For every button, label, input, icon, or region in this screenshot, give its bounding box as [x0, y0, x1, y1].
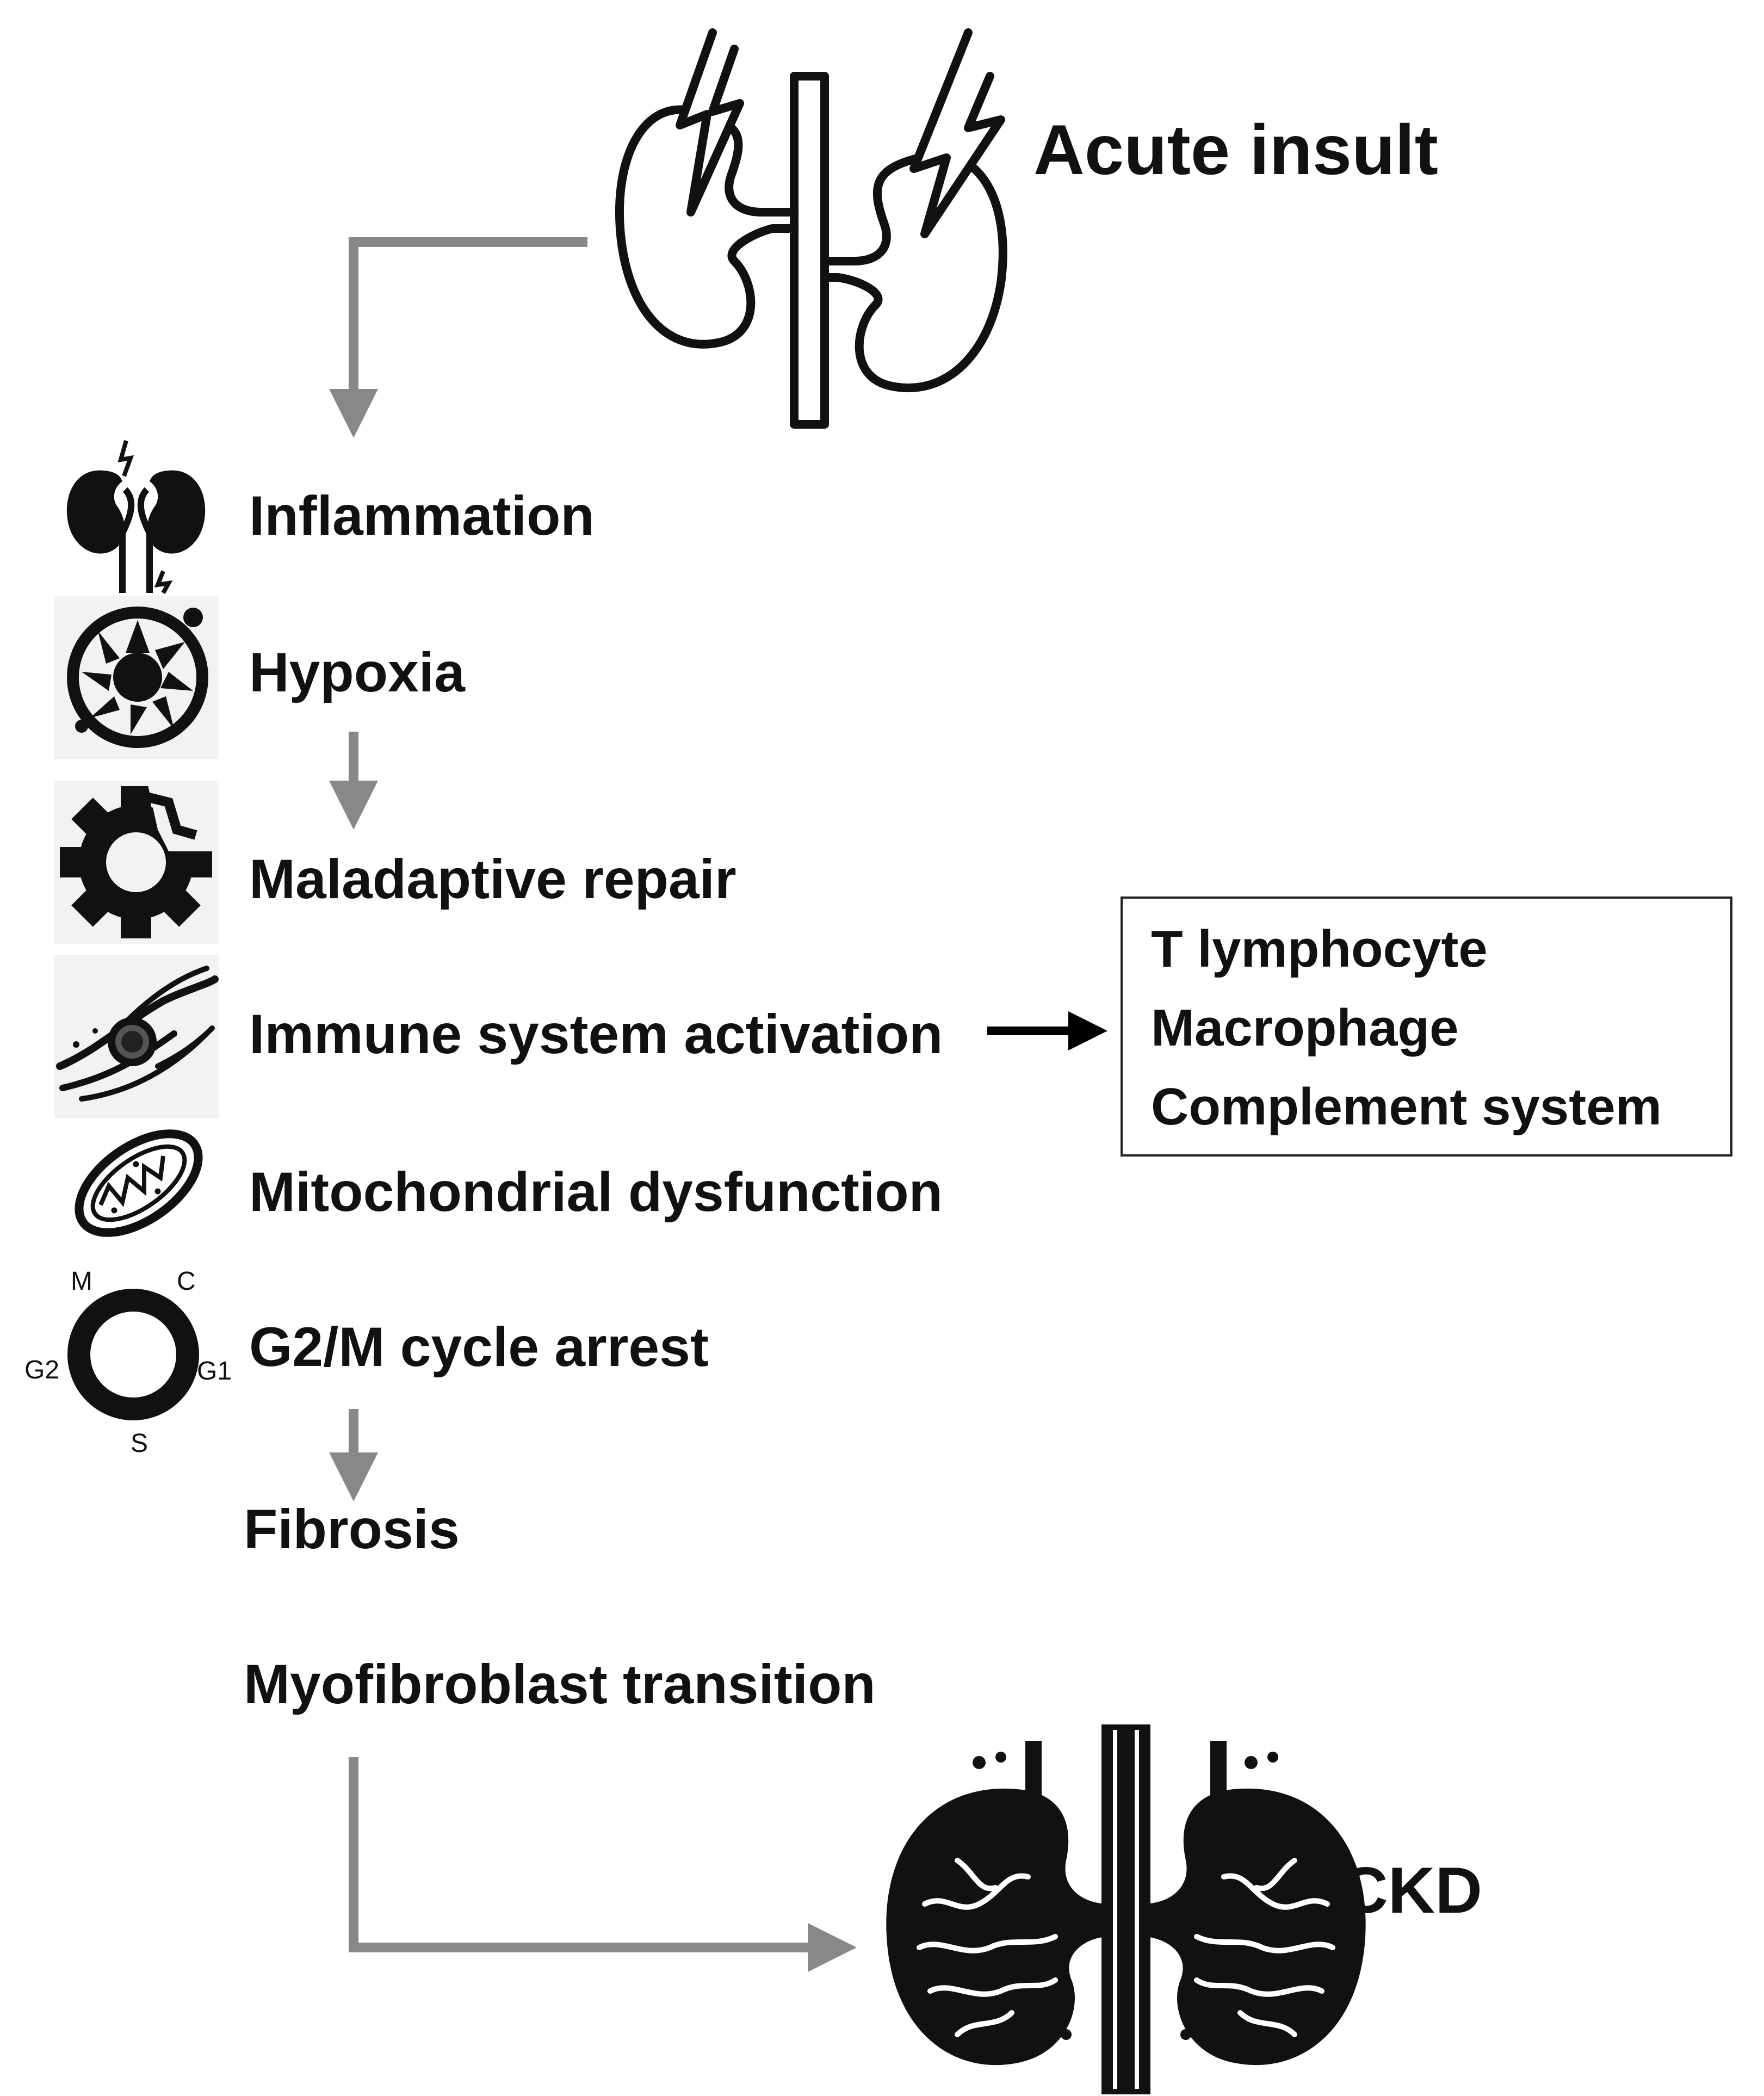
step-maladaptive-repair: Maladaptive repair [249, 848, 736, 910]
acute-kidney-icon [615, 28, 1007, 429]
immune-cell-icon [56, 966, 219, 1102]
cycle-label-m: M [71, 1267, 92, 1296]
cycle-label-c: C [177, 1267, 196, 1296]
cell-cycle-icon [67, 1289, 199, 1420]
cell-icon [67, 607, 208, 748]
mitochondria-icon [75, 1129, 203, 1237]
cycle-label-g1: G1 [197, 1357, 232, 1386]
step-mitochondrial-dysfunction: Mitochondrial dysfunction [249, 1161, 943, 1223]
box-item-macrophage: Macrophage [1151, 999, 1459, 1057]
arrow-insult-to-steps [329, 237, 587, 438]
step-myofibroblast-transition: Myofibroblast transition [244, 1653, 876, 1715]
step-immune-activation: Immune system activation [249, 1003, 943, 1065]
box-item-t-lymphocyte: T lymphocyte [1151, 920, 1488, 978]
step-inflammation: Inflammation [249, 485, 595, 547]
step-g2m-arrest: G2/M cycle arrest [249, 1316, 709, 1378]
broken-gear-icon [60, 781, 218, 938]
step-hypoxia: Hypoxia [249, 641, 465, 703]
immune-components-box: T lymphocyte Macrophage Complement syste… [1121, 896, 1732, 1157]
step-fibrosis: Fibrosis [244, 1498, 460, 1560]
arrow-myo-to-ckd [349, 1757, 857, 1972]
cycle-label-s: S [131, 1429, 148, 1458]
ckd-label: CKD [1341, 1854, 1482, 1927]
acute-insult-label: Acute insult [1033, 110, 1438, 189]
kidney-bolt-icon [66, 440, 206, 594]
box-item-complement: Complement system [1151, 1078, 1662, 1136]
ckd-kidney-icon [886, 1724, 1366, 2094]
cycle-label-g2: G2 [24, 1356, 60, 1384]
